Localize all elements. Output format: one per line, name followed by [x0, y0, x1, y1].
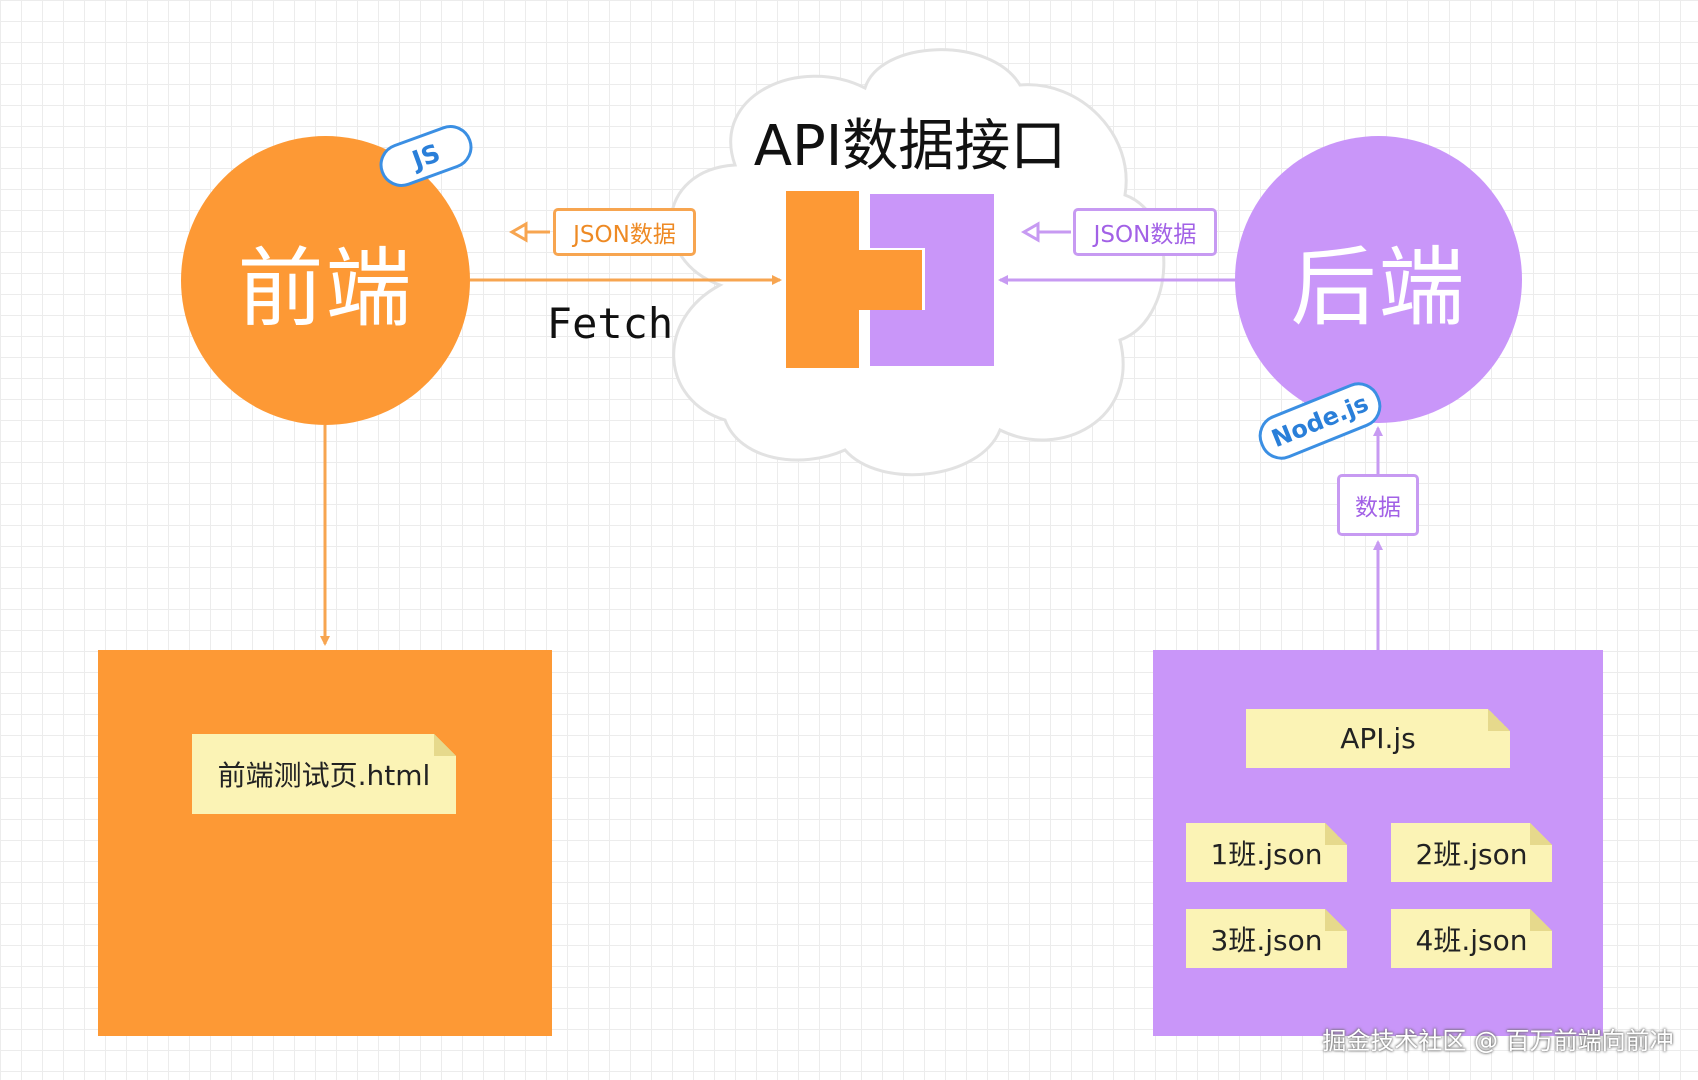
frontend-file-note: 前端测试页.html: [192, 734, 456, 814]
fetch-label: Fetch: [546, 298, 674, 348]
backend-container: API.js 1班.json 2班.json 3班.json 4班.json: [1153, 650, 1603, 1036]
file-note-2: 2班.json: [1391, 823, 1552, 882]
file-note-3: 3班.json: [1186, 909, 1347, 968]
file-note-1: 1班.json: [1186, 823, 1347, 882]
frontend-container: 前端测试页.html: [98, 650, 552, 1036]
json-tag-arrowhead-orange: [508, 221, 528, 243]
data-tag: 数据: [1337, 474, 1419, 536]
api-orange-block: [786, 191, 859, 368]
api-js-note: API.js: [1246, 709, 1510, 768]
diagram-title: API数据接口: [753, 113, 1067, 179]
json-tag-frontend: JSON数据: [553, 208, 696, 256]
watermark: 掘金技术社区 @ 百万前端向前冲: [1322, 1026, 1674, 1055]
api-orange-tab: [859, 250, 922, 310]
api-purple-block: [870, 194, 994, 366]
backend-circle: 后端: [1235, 136, 1522, 423]
file-note-4: 4班.json: [1391, 909, 1552, 968]
json-tag-arrowhead-purple: [1020, 221, 1040, 243]
json-tag-backend: JSON数据: [1073, 208, 1217, 256]
frontend-circle: 前端: [181, 136, 470, 425]
